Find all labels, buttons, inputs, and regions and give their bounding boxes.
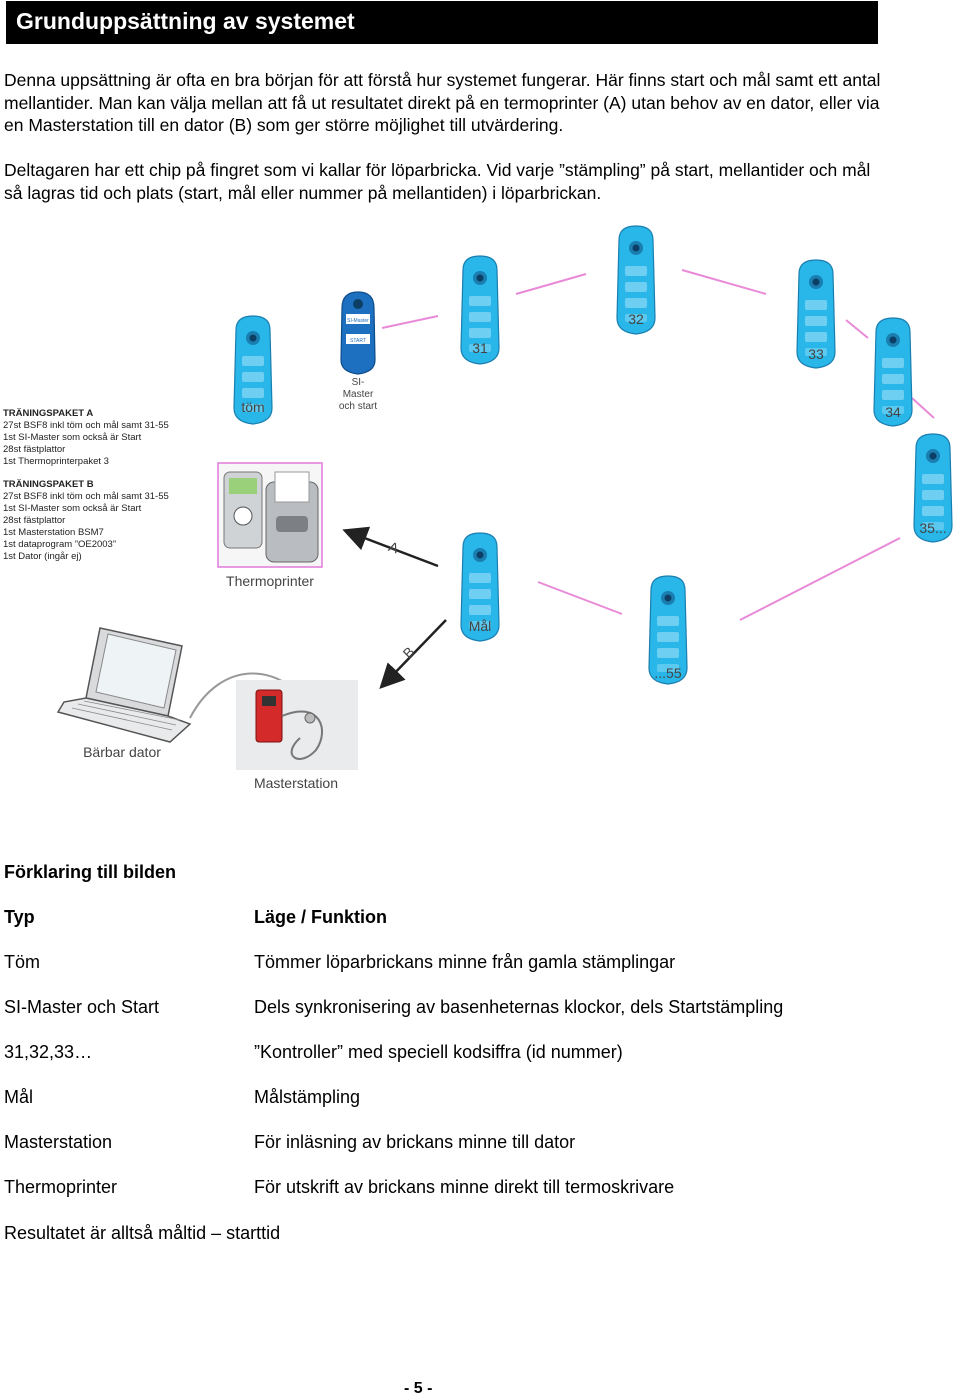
finish-label: Mål [469, 618, 492, 634]
control-34-label: 34 [885, 404, 901, 420]
si-master-unit-icon: SI-Master START [340, 291, 376, 375]
legend-function: För utskrift av brickans minne direkt ti… [254, 1177, 675, 1197]
arrow-b-label: B [400, 644, 418, 662]
legend-type: SI-Master och Start [4, 997, 160, 1017]
masterstation-icon [236, 680, 358, 770]
package-a-title: TRÄNINGSPAKET A [3, 408, 94, 419]
package-b-line: 1st Masterstation BSM7 [3, 527, 104, 538]
result-text: Resultatet är alltså måltid – starttid [4, 1223, 281, 1243]
legend-row: Thermoprinter För utskrift av brickans m… [4, 1177, 904, 1201]
page-title: Grunduppsättning av systemet [16, 8, 355, 34]
legend-type: Töm [4, 952, 40, 972]
legend-function: Målstämpling [254, 1087, 361, 1107]
legend-header-row: Typ Läge / Funktion [4, 907, 904, 931]
legend-function: ”Kontroller” med speciell kodsiffra (id … [254, 1042, 623, 1062]
clear-label: töm [241, 399, 264, 415]
package-a-line: 28st fästplattor [3, 444, 66, 455]
package-b-line: 1st SI-Master som också är Start [3, 503, 142, 514]
legend-type: 31,32,33… [4, 1042, 93, 1062]
course-line [537, 581, 623, 615]
arrow-a-label: A [387, 538, 402, 556]
laptop-label: Bärbar dator [83, 744, 161, 760]
legend-row: Masterstation För inläsning av brickans … [4, 1132, 904, 1156]
laptop-icon [56, 627, 313, 743]
legend-type: Thermoprinter [4, 1177, 118, 1197]
legend-row: Töm Tömmer löparbrickans minne från gaml… [4, 952, 904, 976]
legend-type: Masterstation [4, 1132, 113, 1152]
si-master-screen-2: START [350, 338, 366, 344]
arrow-a [342, 526, 439, 568]
si-master-label-1: SI- [352, 377, 365, 388]
legend-row: 31,32,33… ”Kontroller” med speciell kods… [4, 1042, 904, 1066]
package-a-line: 1st SI-Master som också är Start [3, 432, 142, 443]
legend-function: Tömmer löparbrickans minne från gamla st… [254, 952, 676, 972]
package-b-line: 1st dataprogram ”OE2003” [3, 539, 117, 550]
control-32-label: 32 [628, 311, 644, 327]
package-b-line: 28st fästplattor [3, 515, 66, 526]
package-b: TRÄNINGSPAKET B 27st BSF8 inkl töm och m… [3, 479, 169, 563]
si-master-label-2: Master [343, 389, 374, 400]
intro-paragraph-2: Deltagaren har ett chip på fingret som v… [4, 160, 871, 203]
thermoprinter-icon [217, 462, 323, 568]
control-55-label: ...55 [654, 665, 681, 681]
package-a: TRÄNINGSPAKET A 27st BSF8 inkl töm och m… [3, 408, 169, 468]
masterstation-label: Masterstation [254, 775, 338, 791]
thermoprinter-label: Thermoprinter [226, 573, 314, 589]
package-b-title: TRÄNINGSPAKET B [3, 479, 94, 490]
course-line [911, 397, 935, 419]
package-a-line: 1st Thermoprinterpaket 3 [3, 456, 109, 467]
legend-type: Mål [4, 1087, 34, 1107]
legend-function: Dels synkronisering av basenheternas klo… [254, 997, 784, 1017]
si-master-screen-1: SI-Master [347, 318, 369, 324]
package-a-line: 27st BSF8 inkl töm och mål samt 31-55 [3, 420, 169, 431]
package-b-line: 27st BSF8 inkl töm och mål samt 31-55 [3, 491, 169, 502]
package-b-line: 1st Dator (ingår ej) [3, 551, 82, 562]
legend-header-function: Läge / Funktion [254, 907, 387, 927]
control-35-label: 35... [919, 520, 946, 536]
legend-row: Mål Målstämpling [4, 1087, 904, 1111]
legend-function: För inläsning av brickans minne till dat… [254, 1132, 576, 1152]
control-31-label: 31 [472, 340, 488, 356]
header-bar: Grunduppsättning av systemet [6, 1, 878, 44]
legend-row: SI-Master och Start Dels synkronisering … [4, 997, 904, 1021]
legend-title: Förklaring till bilden [4, 862, 177, 882]
course-line [381, 315, 439, 329]
course-lines [381, 269, 935, 621]
control-33-label: 33 [808, 346, 824, 362]
course-line [515, 273, 587, 295]
si-master-label-3: och start [339, 401, 378, 412]
system-diagram: töm SI-Master START SI- Master och start… [56, 225, 953, 791]
course-line [845, 319, 869, 339]
course-line [681, 269, 767, 295]
intro-paragraph-1: Denna uppsättning är ofta en bra början … [4, 70, 881, 135]
arrow-b [379, 619, 447, 689]
legend-header-type: Typ [4, 907, 35, 927]
course-line [739, 537, 901, 621]
page-number: - 5 - [404, 1380, 433, 1397]
